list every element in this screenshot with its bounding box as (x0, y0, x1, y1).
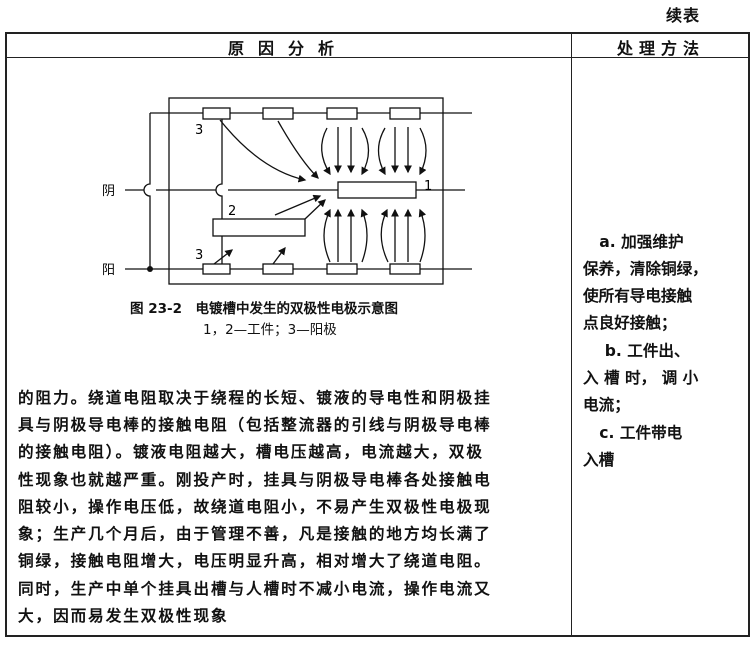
workpiece-1 (337, 181, 417, 199)
cathode-label: 阴 (102, 184, 115, 199)
anodes-top (202, 107, 421, 120)
method-line: 保养，清除铜绿， (583, 260, 708, 278)
method-line: c. 工件带电 (583, 424, 683, 442)
anode-wire-inner (215, 113, 223, 269)
current-arrows (213, 119, 427, 265)
method-line: 入 槽 时， 调 小 (583, 369, 699, 387)
method-line: 使所有导电接触 (583, 287, 693, 305)
bipolar-electrode-diagram: 阴 阳 1 2 3 3 (102, 97, 472, 285)
analysis-line: 铜绿，接触电阻增大，电压明显升高，相对增大了绕道电阻。 (18, 552, 492, 570)
continued-table-label: 续表 (666, 6, 701, 25)
header-divider (5, 57, 750, 58)
analysis-line: 阻较小，操作电压低，故绕道电阻小，不易产生双极性电极现 (18, 498, 492, 516)
anode-bottom-label: 3 (195, 248, 203, 263)
workpiece-2-label: 2 (228, 204, 236, 219)
method-line: 入槽 (583, 451, 615, 469)
method-line: a. 加强维护 (583, 233, 684, 251)
figure-legend: 1，2—工件；3—阳极 (203, 322, 337, 338)
header-cause-analysis: 原因分析 (227, 39, 348, 58)
anode-top-label: 3 (195, 123, 203, 138)
analysis-line: 大，因而易发生双极性现象 (18, 607, 229, 625)
method-line: 电流； (583, 396, 630, 414)
anodes-bottom (202, 263, 421, 275)
table-border (5, 32, 750, 637)
analysis-line: 同时，生产中单个挂具出槽与人槽时不减小电流，操作电流又 (18, 580, 492, 598)
method-line: b. 工件出、 (583, 342, 690, 360)
workpiece-1-label: 1 (424, 179, 432, 194)
figure-caption: 图 23-2 电镀槽中发生的双极性电极示意图 (130, 301, 398, 317)
header-treatment-method: 处理方法 (616, 39, 705, 58)
analysis-line: 象；生产几个月后，由于管理不善，凡是接触的地方均长满了 (18, 525, 492, 543)
column-divider (571, 32, 572, 637)
analysis-line: 具与阴极导电棒的接触电阻（包括整流器的引线与阴极导电棒 (18, 416, 492, 434)
anode-wire-left (143, 113, 151, 269)
analysis-line: 性现象也就越严重。刚投产时，挂具与阴极导电棒各处接触电 (18, 471, 492, 489)
analysis-line: 的接触电阻）。镀液电阻越大，槽电压越高，电流越大，双极 (18, 443, 484, 461)
plating-tank (168, 97, 444, 285)
method-line: 点良好接触； (583, 314, 677, 332)
anode-label: 阳 (102, 263, 115, 278)
workpiece-2 (212, 218, 306, 237)
junction-dot (147, 266, 153, 272)
analysis-line: 的阻力。绕道电阻取决于绕程的长短、镀液的导电性和阴极挂 (18, 389, 492, 407)
